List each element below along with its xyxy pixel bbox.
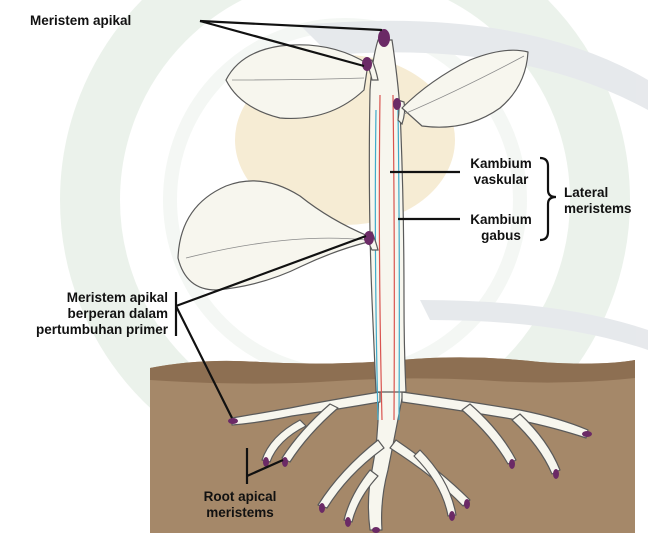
shoot-apex (378, 29, 390, 47)
root-tip (509, 459, 515, 469)
label-root-apical-meristems: Root apical meristems (180, 489, 300, 521)
bracket-lateral (540, 158, 556, 240)
root-tip (372, 527, 380, 533)
root-tip (449, 511, 455, 521)
label-meristem-apikal-primer: Meristem apikal berperan dalam pertumbuh… (2, 290, 168, 338)
label-kambium-vaskular: Kambium vaskular (462, 156, 540, 188)
root-tip (582, 431, 592, 437)
label-kambium-gabus: Kambium gabus (462, 212, 540, 244)
apical-meristem-bud (393, 98, 401, 110)
apical-meristem-bud (364, 231, 374, 245)
root-tip (282, 457, 288, 467)
root-tip (319, 503, 325, 513)
label-meristem-apikal: Meristem apikal (30, 13, 131, 29)
label-lateral-meristems: Lateral meristems (564, 185, 632, 217)
root-tip (464, 499, 470, 509)
root-tip (228, 418, 238, 424)
root-tip (553, 469, 559, 479)
apical-meristem-bud (362, 57, 372, 71)
root-tip (345, 517, 351, 527)
